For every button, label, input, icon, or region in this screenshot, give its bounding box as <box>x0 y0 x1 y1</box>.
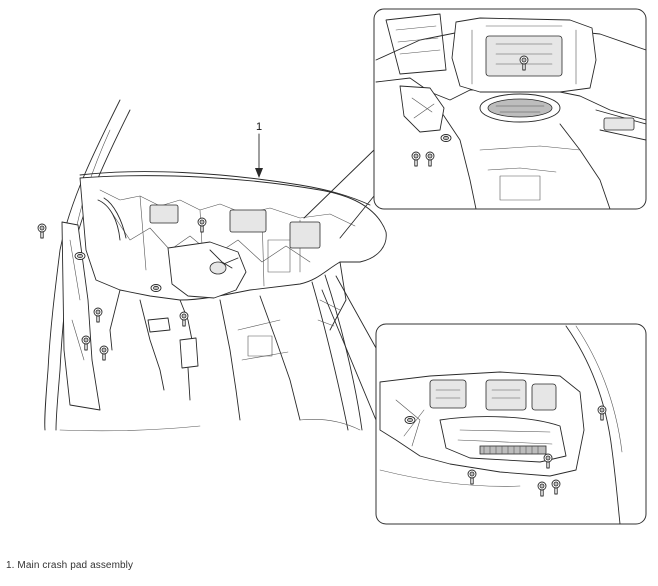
bolt-icon <box>37 223 47 239</box>
detail-bottom-right <box>375 323 647 525</box>
clip-icon <box>74 252 86 260</box>
clip-icon <box>404 416 416 424</box>
callout-number: 1 <box>256 121 262 133</box>
clip-icon <box>150 284 162 292</box>
bolt-icon <box>179 311 189 327</box>
detail-leaders <box>303 149 377 421</box>
main-view <box>44 99 387 432</box>
clip-icon <box>440 134 452 142</box>
legend-item-1: 1. Main crash pad assembly <box>6 560 134 571</box>
detail-top-right <box>373 8 647 210</box>
arrow-down-icon <box>255 168 263 178</box>
callout-1: 1 <box>255 121 263 178</box>
bolt-icon <box>99 345 109 361</box>
bolt-icon <box>93 307 103 323</box>
